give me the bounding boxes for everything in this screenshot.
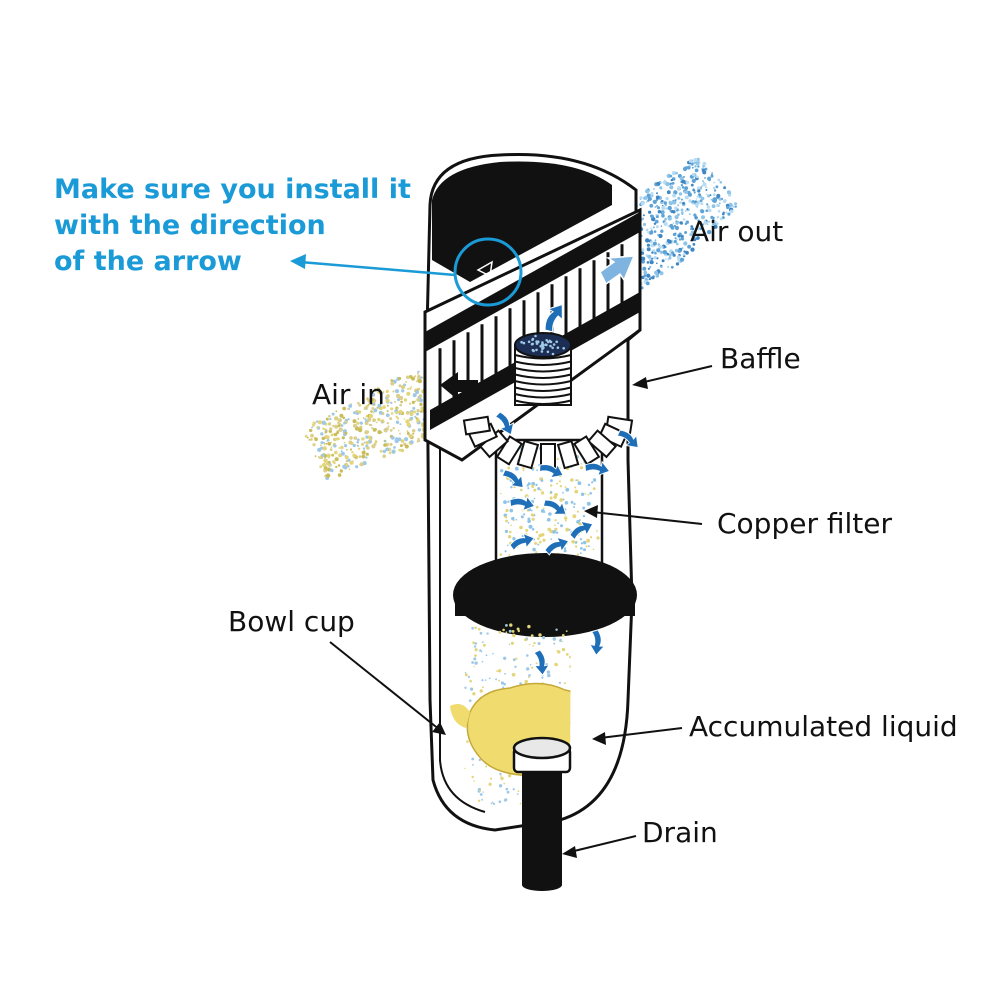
arrow-highlight-circle [453,237,523,307]
housing-rim-line [439,420,486,813]
flow-arrows [494,303,639,676]
label-drain: Drain [642,816,718,849]
callout-leaders [329,365,713,858]
note-line-3: of the arrow [54,246,242,277]
air-in-arrow-icon [440,372,478,400]
note-pointer-arrowhead-icon [290,254,306,269]
label-baffle: Baffle [720,342,801,375]
threaded-stem [514,332,572,406]
install-direction-note: Make sure you install it with the direct… [54,172,411,280]
label-accumulated-liquid: Accumulated liquid [689,710,958,743]
baffle-leader [639,365,713,384]
accumulated-liquid-leader [599,727,683,739]
drain-arrowhead-icon [562,846,577,858]
disc-skirt [455,590,635,616]
drain-valve [512,736,572,891]
copper-filter-leader [591,511,703,525]
air-out-arrow-icon [599,255,636,286]
copper-filter-arrowhead-icon [584,505,598,518]
label-copper-filter: Copper filter [717,507,892,540]
direction-arrow-marker-icon [476,260,493,278]
baffle-vanes [462,415,634,470]
filter-cap [432,161,612,282]
note-line-1: Make sure you install it [54,174,411,205]
drain-leader [569,835,637,853]
bowl-cup-leader [329,641,441,731]
label-bowl-cup: Bowl cup [228,605,355,638]
note-line-2: with the direction [54,210,326,241]
bowl-cup-arrowhead-icon [432,722,446,735]
baffle-arrowhead-icon [632,377,648,389]
label-air-in: Air in [312,378,385,411]
note-pointer-line [299,260,456,277]
accumulated-liquid-arrowhead-icon [592,732,606,745]
label-air-out: Air out [690,215,784,248]
liquid-left-splash [450,704,470,728]
